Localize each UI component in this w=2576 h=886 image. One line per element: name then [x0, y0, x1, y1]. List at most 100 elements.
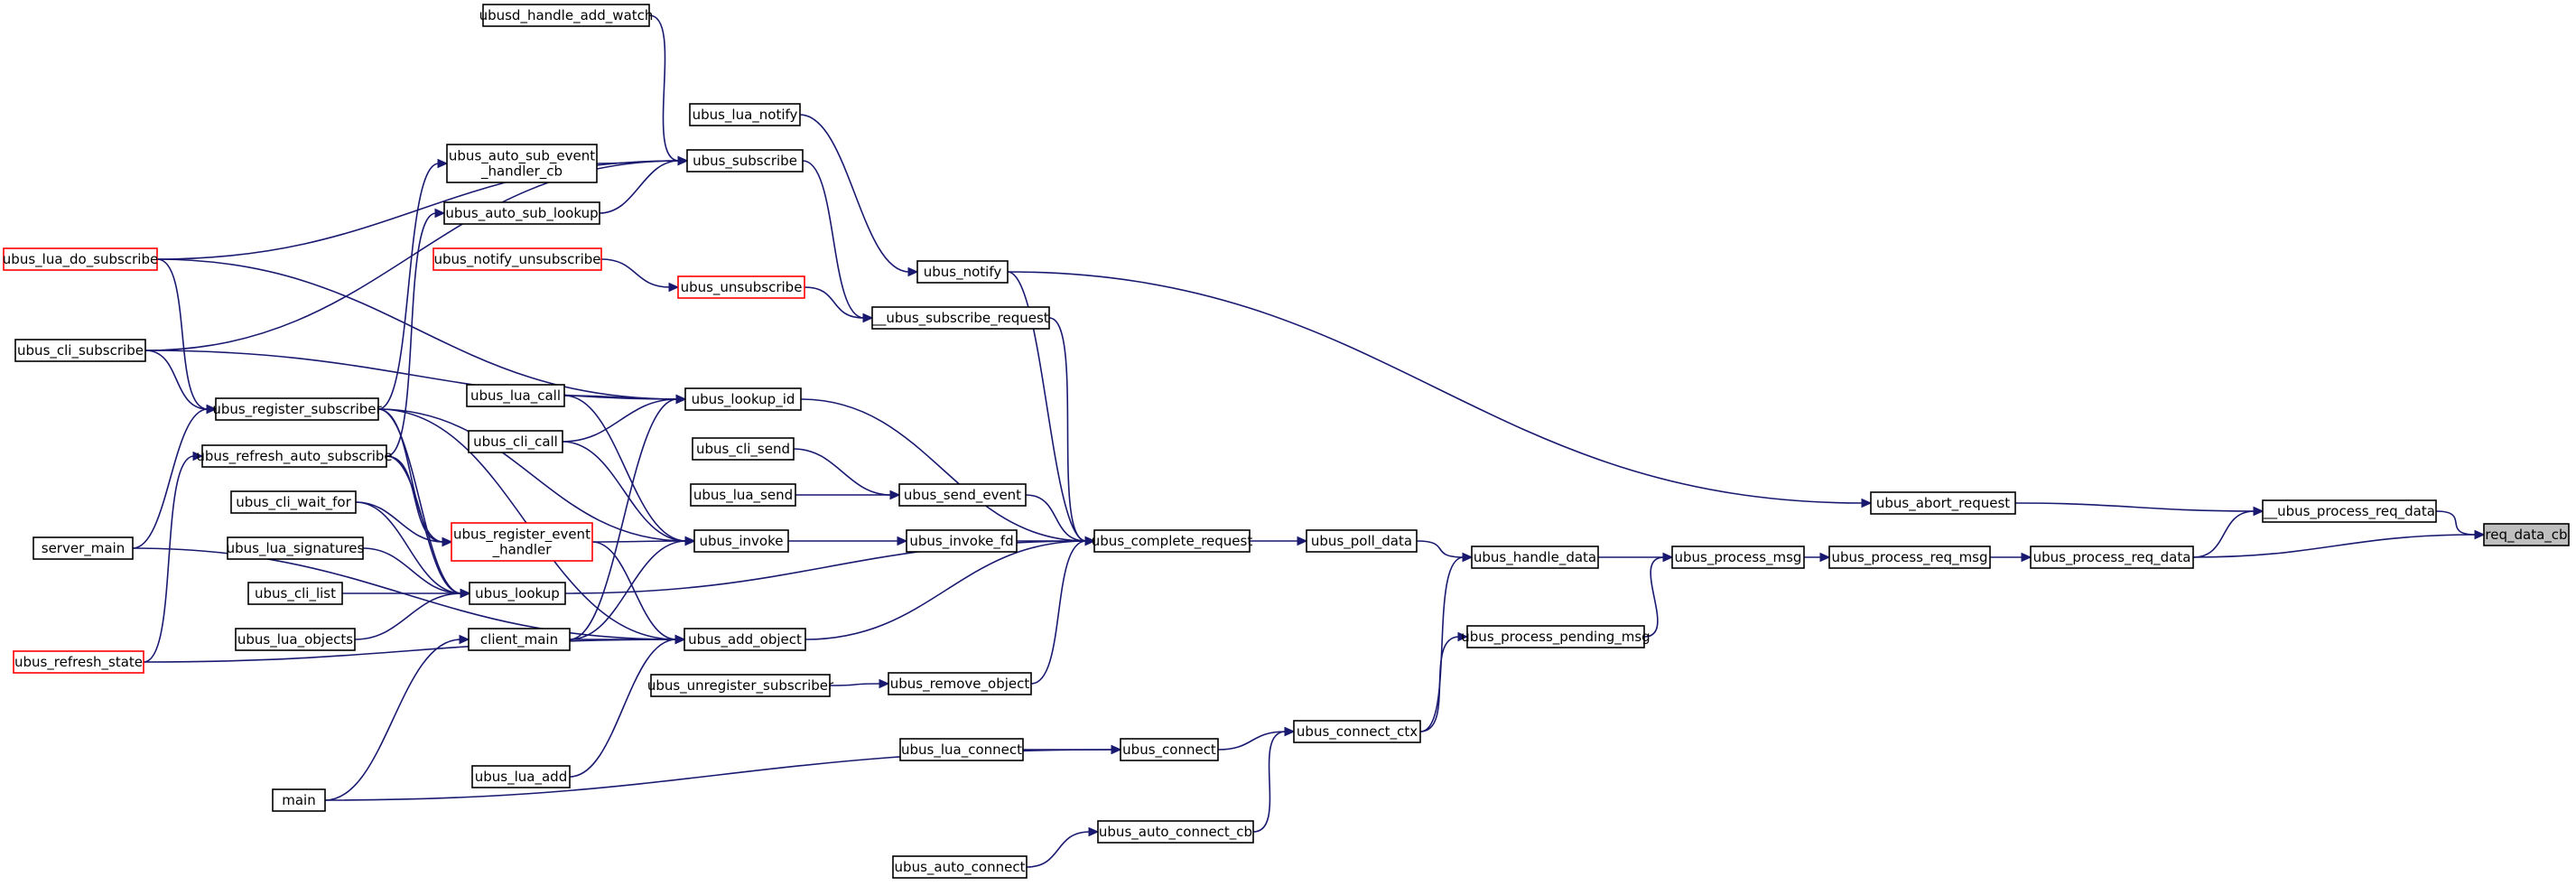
- node-box[interactable]: [471, 765, 571, 788]
- node-box[interactable]: [684, 628, 806, 651]
- node-ubus_auto_sub_event_handler_cb[interactable]: ubus_auto_sub_event_handler_cb: [446, 144, 598, 183]
- node-ubus_auto_connect_cb[interactable]: ubus_auto_connect_cb: [1097, 820, 1254, 844]
- node-box[interactable]: [689, 103, 801, 126]
- node-box[interactable]: [1120, 738, 1219, 761]
- node-ubus_register_event_handler[interactable]: ubus_register_event_handler: [451, 522, 593, 562]
- node-ubus_lookup[interactable]: ubus_lookup: [469, 582, 566, 605]
- node-ubus_auto_sub_lookup[interactable]: ubus_auto_sub_lookup: [443, 201, 600, 225]
- node-ubus_notify_unsubscribe[interactable]: ubus_notify_unsubscribe: [432, 247, 602, 271]
- node-ubus_lua_notify[interactable]: ubus_lua_notify: [689, 103, 801, 126]
- node-box[interactable]: [3, 247, 158, 271]
- node-box[interactable]: [1671, 546, 1805, 569]
- node-box[interactable]: [1466, 625, 1645, 648]
- node-ubus_refresh_auto_subscribe[interactable]: ubus_refresh_auto_subscribe: [196, 444, 393, 468]
- node-box[interactable]: [13, 650, 144, 674]
- node-ubus_process_req_msg[interactable]: ubus_process_req_msg: [1828, 546, 1991, 569]
- node-box[interactable]: [451, 522, 593, 562]
- node-box[interactable]: [2483, 523, 2570, 546]
- node-box[interactable]: [230, 490, 357, 514]
- node-ubus_unregister_subscriber[interactable]: ubus_unregister_subscriber: [647, 674, 834, 697]
- node-ubus_add_object[interactable]: ubus_add_object: [684, 628, 806, 651]
- node-box[interactable]: [692, 437, 795, 461]
- node-box[interactable]: [871, 306, 1050, 330]
- node-ubus_lua_signatures[interactable]: ubus_lua_signatures: [227, 536, 365, 560]
- node-ubus_connect[interactable]: ubus_connect: [1120, 738, 1219, 761]
- node-__ubus_process_req_data[interactable]: __ubus_process_req_data: [2262, 499, 2437, 523]
- node-ubus_abort_request[interactable]: ubus_abort_request: [1870, 491, 2016, 515]
- node-box[interactable]: [201, 444, 387, 468]
- node-ubus_cli_wait_for[interactable]: ubus_cli_wait_for: [230, 490, 357, 514]
- node-box[interactable]: [14, 339, 146, 362]
- node-ubus_lua_send[interactable]: ubus_lua_send: [690, 483, 796, 507]
- node-box[interactable]: [466, 384, 565, 407]
- node-box[interactable]: [482, 4, 650, 27]
- node-ubus_invoke[interactable]: ubus_invoke: [693, 529, 789, 553]
- node-ubus_handle_data[interactable]: ubus_handle_data: [1471, 546, 1599, 569]
- node-box[interactable]: [33, 536, 134, 560]
- node-box[interactable]: [1097, 820, 1254, 844]
- node-box[interactable]: [1093, 529, 1251, 553]
- node-box[interactable]: [443, 201, 600, 225]
- node-server_main[interactable]: server_main: [33, 536, 134, 560]
- node-box[interactable]: [272, 788, 326, 812]
- node-box[interactable]: [468, 628, 571, 651]
- node-ubus_lua_call[interactable]: ubus_lua_call: [466, 384, 565, 407]
- node-ubus_invoke_fd[interactable]: ubus_invoke_fd: [906, 529, 1018, 553]
- node-box[interactable]: [227, 536, 364, 560]
- node-box[interactable]: [1306, 529, 1418, 553]
- node-box[interactable]: [693, 529, 789, 553]
- node-ubus_lua_connect[interactable]: ubus_lua_connect: [899, 738, 1024, 761]
- node-ubus_register_subscriber[interactable]: ubus_register_subscriber: [212, 397, 383, 421]
- node-box[interactable]: [446, 144, 598, 183]
- node-box[interactable]: [1870, 491, 2016, 515]
- node-box[interactable]: [888, 672, 1032, 695]
- node-ubus_unsubscribe[interactable]: ubus_unsubscribe: [677, 275, 805, 299]
- node-box[interactable]: [899, 738, 1024, 761]
- node-ubus_notify[interactable]: ubus_notify: [916, 260, 1009, 284]
- node-ubus_send_event[interactable]: ubus_send_event: [898, 483, 1027, 507]
- node-box[interactable]: [906, 529, 1018, 553]
- node-ubus_auto_connect[interactable]: ubus_auto_connect: [892, 855, 1028, 879]
- node-ubus_cli_send[interactable]: ubus_cli_send: [692, 437, 795, 461]
- node-box[interactable]: [469, 582, 566, 605]
- node-ubus_connect_ctx[interactable]: ubus_connect_ctx: [1293, 720, 1421, 743]
- node-ubus_complete_request[interactable]: ubus_complete_request: [1092, 529, 1253, 553]
- node-ubus_lua_objects[interactable]: ubus_lua_objects: [235, 628, 356, 651]
- node-ubus_remove_object[interactable]: ubus_remove_object: [888, 672, 1032, 695]
- node-box[interactable]: [684, 387, 802, 411]
- node-box[interactable]: [235, 628, 356, 651]
- node-ubusd_handle_add_watch[interactable]: ubusd_handle_add_watch: [479, 4, 654, 27]
- node-ubus_refresh_state[interactable]: ubus_refresh_state: [13, 650, 144, 674]
- node-ubus_process_msg[interactable]: ubus_process_msg: [1671, 546, 1805, 569]
- node-ubus_cli_call[interactable]: ubus_cli_call: [468, 430, 563, 453]
- node-box[interactable]: [247, 582, 343, 605]
- node-main[interactable]: main: [272, 788, 326, 812]
- node-box[interactable]: [650, 674, 831, 697]
- node-ubus_lua_do_subscribe[interactable]: ubus_lua_do_subscribe: [3, 247, 158, 271]
- node-box[interactable]: [2262, 499, 2437, 523]
- node-client_main[interactable]: client_main: [468, 628, 571, 651]
- node-box[interactable]: [892, 855, 1028, 879]
- node-box[interactable]: [1828, 546, 1991, 569]
- node-ubus_lookup_id[interactable]: ubus_lookup_id: [684, 387, 802, 411]
- node-box[interactable]: [898, 483, 1027, 507]
- node-ubus_subscribe[interactable]: ubus_subscribe: [686, 149, 804, 173]
- node-__ubus_subscribe_request[interactable]: __ubus_subscribe_request: [871, 306, 1050, 330]
- node-box[interactable]: [432, 247, 602, 271]
- node-box[interactable]: [686, 149, 804, 173]
- node-ubus_cli_list[interactable]: ubus_cli_list: [247, 582, 343, 605]
- node-box[interactable]: [215, 397, 379, 421]
- node-box[interactable]: [677, 275, 805, 299]
- node-box[interactable]: [2030, 546, 2194, 569]
- node-req_data_cb[interactable]: req_data_cb: [2483, 523, 2570, 546]
- node-ubus_poll_data[interactable]: ubus_poll_data: [1306, 529, 1418, 553]
- node-box[interactable]: [916, 260, 1009, 284]
- node-ubus_process_pending_msg[interactable]: ubus_process_pending_msg: [1461, 625, 1651, 648]
- node-ubus_cli_subscribe[interactable]: ubus_cli_subscribe: [14, 339, 146, 362]
- node-box[interactable]: [468, 430, 563, 453]
- node-ubus_process_req_data[interactable]: ubus_process_req_data: [2030, 546, 2194, 569]
- node-box[interactable]: [1293, 720, 1421, 743]
- node-ubus_lua_add[interactable]: ubus_lua_add: [471, 765, 571, 788]
- node-box[interactable]: [1471, 546, 1599, 569]
- node-box[interactable]: [690, 483, 796, 507]
